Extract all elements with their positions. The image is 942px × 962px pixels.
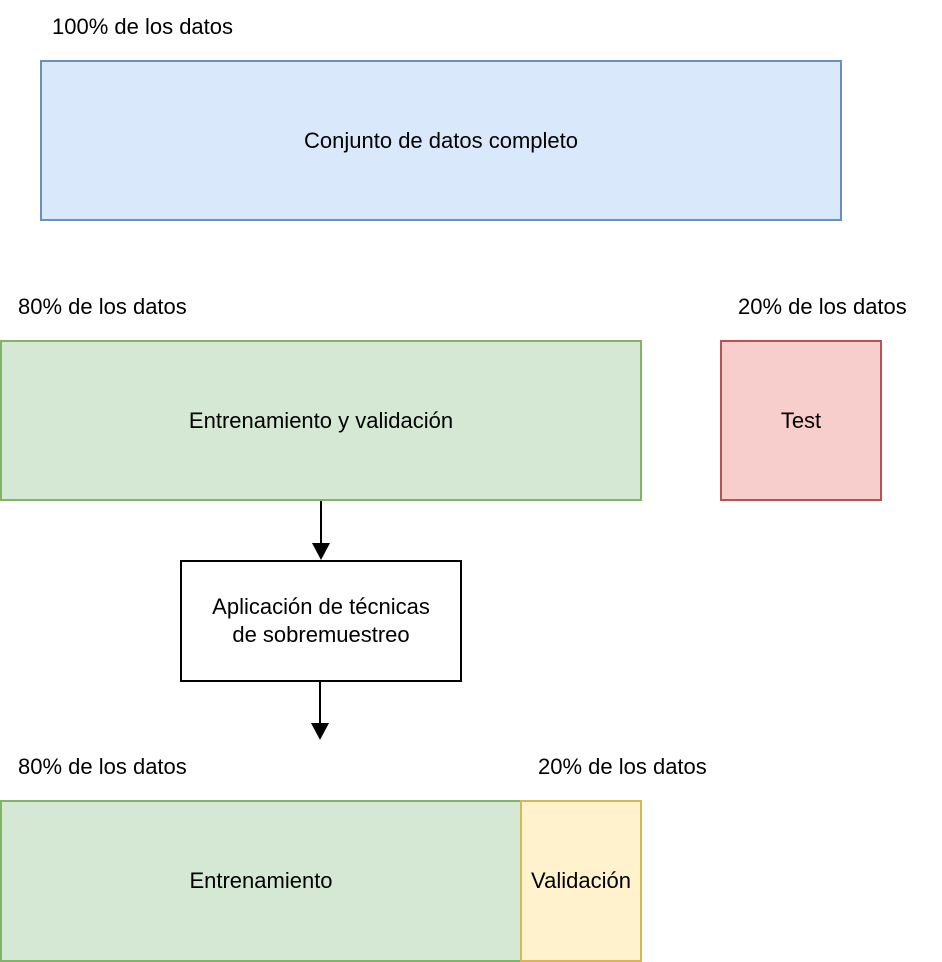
test-percentage-label: 20% de los datos — [738, 294, 907, 319]
oversampling-box-label-line1: Aplicación de técnicas — [212, 594, 430, 619]
test-box-label: Test — [780, 407, 822, 433]
training-percentage-label: 80% de los datos — [18, 754, 187, 779]
arrow-trainval-to-oversampling — [312, 501, 330, 560]
training-box-label: Entrenamiento — [189, 868, 333, 893]
full-dataset-box-label: Conjunto de datos completo — [304, 127, 578, 153]
test-box[interactable]: Test — [720, 340, 882, 501]
oversampling-box-label-line2: de sobremuestreo — [232, 622, 410, 647]
oversampling-box-label: Aplicación de técnicas de sobremuestreo — [212, 593, 430, 649]
training-box[interactable]: Entrenamiento — [0, 800, 522, 962]
train-validation-box[interactable]: Entrenamiento y validación — [0, 340, 642, 501]
validation-box[interactable]: Validación — [520, 800, 642, 962]
arrow-oversampling-to-split — [311, 682, 329, 740]
full-dataset-percentage-label: 100% de los datos — [52, 14, 234, 39]
train-validation-box-label: Entrenamiento y validación — [188, 407, 454, 433]
oversampling-box[interactable]: Aplicación de técnicas de sobremuestreo — [180, 560, 462, 682]
train-validation-percentage-label: 80% de los datos — [18, 294, 187, 319]
validation-box-label: Validación — [531, 868, 631, 893]
full-dataset-box[interactable]: Conjunto de datos completo — [40, 60, 842, 221]
validation-percentage-label: 20% de los datos — [538, 754, 707, 779]
